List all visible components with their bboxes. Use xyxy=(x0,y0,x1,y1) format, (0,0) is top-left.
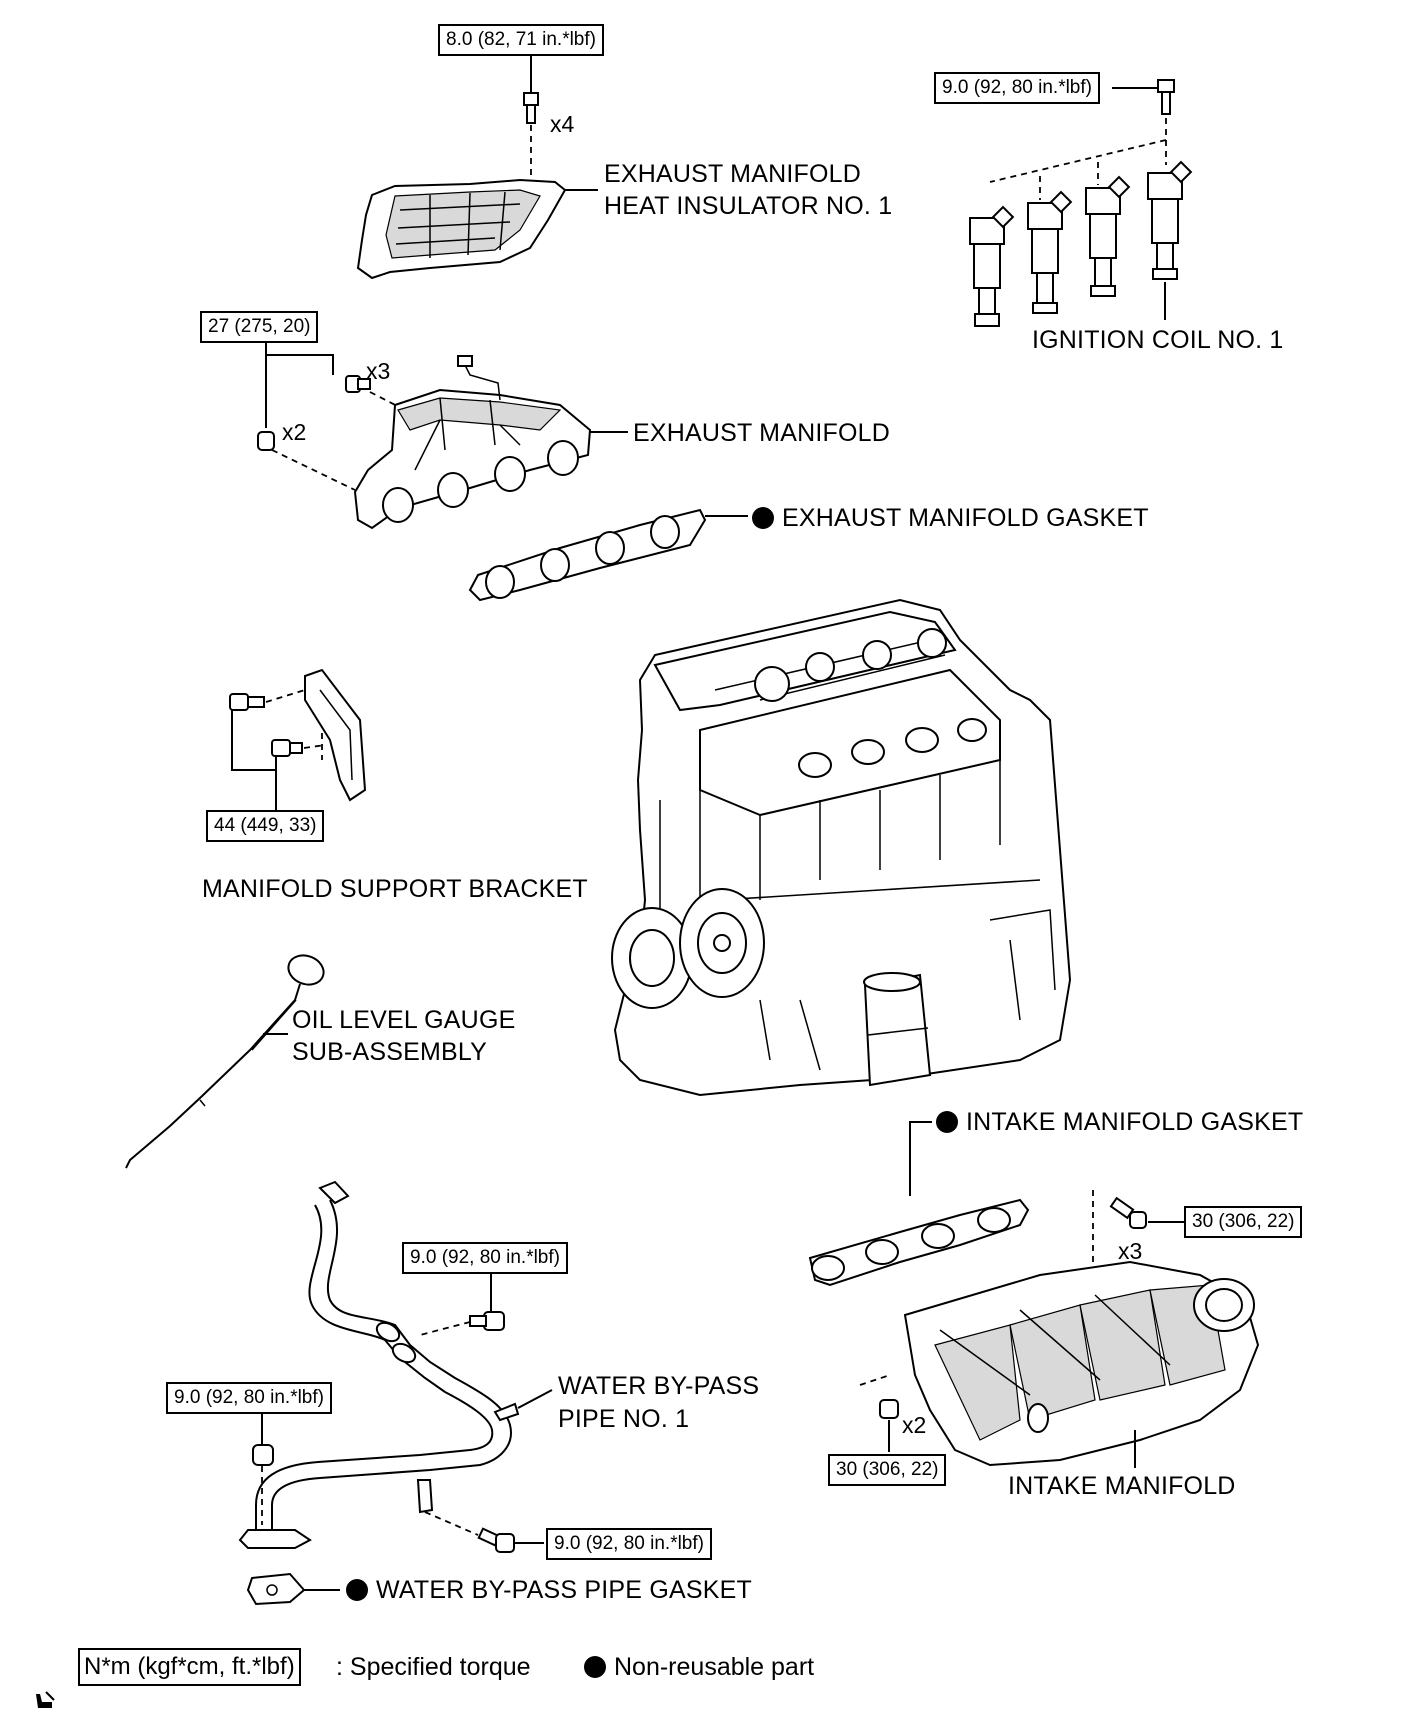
non-reusable-dot-icon xyxy=(936,1111,958,1133)
intake-manifold-fasteners xyxy=(859,1190,1184,1452)
oil-level-gauge xyxy=(125,954,325,1169)
torque-spec-water-pipe-upper: 9.0 (92, 80 in.*lbf) xyxy=(402,1242,568,1274)
non-reusable-dot-icon xyxy=(346,1579,368,1601)
label-heat-insulator-2: HEAT INSULATOR NO. 1 xyxy=(604,192,893,220)
label-support-bracket: MANIFOLD SUPPORT BRACKET xyxy=(202,875,588,903)
intake-manifold-gasket xyxy=(808,1122,1030,1287)
legend-non-reusable: Non-reusable part xyxy=(584,1650,814,1684)
label-oil-gauge-2: SUB-ASSEMBLY xyxy=(292,1038,488,1066)
torque-spec-water-pipe-lower: 9.0 (92, 80 in.*lbf) xyxy=(546,1528,712,1560)
ignition-coil-bolt xyxy=(989,79,1175,200)
corner-mark-icon xyxy=(36,1691,55,1708)
non-reusable-dot-icon xyxy=(584,1656,606,1678)
qty-heat-insulator: x4 xyxy=(550,111,575,137)
label-oil-gauge-1: OIL LEVEL GAUGE xyxy=(292,1006,516,1034)
water-bypass-pipe-gasket xyxy=(246,1572,340,1606)
water-bypass-pipe xyxy=(238,1180,553,1553)
qty-intake-nuts: x2 xyxy=(902,1412,927,1438)
torque-spec-ignition-coil: 9.0 (92, 80 in.*lbf) xyxy=(934,72,1100,104)
label-exhaust-manifold: EXHAUST MANIFOLD xyxy=(633,419,890,447)
heat-insulator-bolt xyxy=(523,56,539,178)
torque-spec-exhaust-manifold: 27 (275, 20) xyxy=(200,311,319,343)
torque-spec-intake-nuts: 30 (306, 22) xyxy=(828,1454,947,1486)
torque-spec-support-bracket: 44 (449, 33) xyxy=(206,810,325,842)
label-water-pipe-gasket: WATER BY-PASS PIPE GASKET xyxy=(346,1574,752,1606)
torque-spec-heat-insulator: 8.0 (82, 71 in.*lbf) xyxy=(438,24,604,56)
non-reusable-dot-icon xyxy=(752,507,774,529)
ignition-coils xyxy=(969,160,1193,327)
label-heat-insulator-1: EXHAUST MANIFOLD xyxy=(604,160,861,188)
exhaust-manifold-fasteners xyxy=(257,337,406,491)
torque-spec-intake-bolts: 30 (306, 22) xyxy=(1184,1206,1303,1238)
legend-torque-text: : Specified torque xyxy=(336,1653,531,1681)
label-ignition-coil: IGNITION COIL NO. 1 xyxy=(1032,326,1284,354)
exhaust-manifold-gasket xyxy=(468,508,748,602)
torque-spec-water-pipe-nut: 9.0 (92, 80 in.*lbf) xyxy=(166,1382,332,1414)
qty-exhaust-nuts: x2 xyxy=(282,419,307,445)
label-water-pipe-1: WATER BY-PASS xyxy=(558,1372,760,1400)
exhaust-manifold-heat-insulator xyxy=(356,178,598,280)
label-water-pipe-2: PIPE NO. 1 xyxy=(558,1405,690,1433)
qty-exhaust-bolts: x3 xyxy=(366,358,391,384)
label-exhaust-manifold-gasket: EXHAUST MANIFOLD GASKET xyxy=(752,502,1149,534)
manifold-support-bracket xyxy=(229,668,367,818)
engine-block xyxy=(611,598,1072,1097)
label-intake-manifold: INTAKE MANIFOLD xyxy=(1008,1472,1236,1500)
qty-intake-bolts: x3 xyxy=(1118,1238,1143,1264)
intake-manifold xyxy=(903,1260,1260,1468)
exhaust-manifold xyxy=(353,355,628,530)
legend-torque-unit-box: N*m (kgf*cm, ft.*lbf) xyxy=(78,1648,301,1686)
label-intake-manifold-gasket: INTAKE MANIFOLD GASKET xyxy=(936,1106,1303,1138)
